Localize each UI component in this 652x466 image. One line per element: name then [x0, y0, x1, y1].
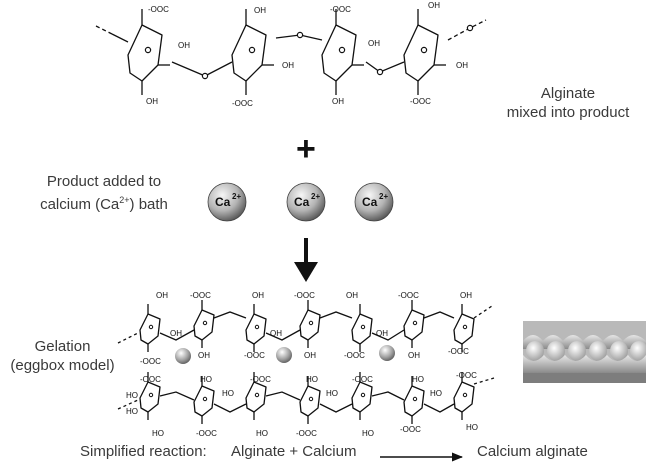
reaction-left: Alginate + Calcium	[231, 443, 357, 460]
group-coo: -OOC	[456, 371, 477, 380]
calcium-bath-charge: 2+	[119, 195, 130, 205]
calcium-ion-charge: 2+	[311, 192, 320, 201]
gelation-label: Gelation (eggbox model)	[0, 337, 125, 375]
group-oh: OH	[170, 329, 182, 338]
group-oh: OH	[376, 329, 388, 338]
calcium-bath-label: Product added to calcium (Ca2+) bath	[20, 172, 188, 214]
reaction-prefix: Simplified reaction:	[80, 443, 207, 460]
group-oh: OH	[252, 291, 264, 300]
group-oh: OH	[368, 39, 380, 48]
group-oh: OH	[332, 97, 344, 106]
calcium-bath-line2-b: ) bath	[129, 196, 168, 213]
reaction-right: Calcium alginate	[477, 443, 588, 460]
group-oh: OH	[460, 291, 472, 300]
group-ho: HO	[430, 389, 442, 398]
egg-carton-photo	[523, 321, 646, 383]
group-oh: OH	[198, 351, 210, 360]
calcium-ion-symbol: Ca	[294, 195, 310, 209]
alginate-label-line2: mixed into product	[506, 104, 630, 121]
group-coo: -OOC	[232, 99, 253, 108]
group-oh: OH	[304, 351, 316, 360]
group-oh: OH	[456, 61, 468, 70]
gel-chain-lower	[117, 371, 495, 425]
calcium-ion: Ca 2+	[286, 182, 326, 222]
down-arrow-icon	[294, 238, 318, 282]
group-coo: -OOC	[398, 291, 419, 300]
group-coo: -OOC	[140, 375, 161, 384]
group-oh: OH	[146, 97, 158, 106]
group-ho: HO	[326, 389, 338, 398]
group-coo: -OOC	[250, 375, 271, 384]
group-ho: HO	[256, 429, 268, 438]
group-coo: -OOC	[196, 429, 217, 438]
group-oh: OH	[254, 6, 266, 15]
group-oh: OH	[156, 291, 168, 300]
group-coo: -OOC	[140, 357, 161, 366]
alginate-chain-groups: -OOC OH OH OH OH -OOC -OOC OH OH OH OH -…	[146, 1, 468, 108]
calcium-ion-symbol: Ca	[362, 195, 378, 209]
alginate-label: Alginate mixed into product	[493, 84, 643, 122]
group-coo: -OOC	[410, 97, 431, 106]
gel-chain-lower-groups: -OOC HO -OOC HO -OOC HO -OOC HO HO HO HO…	[126, 371, 478, 438]
plus-sign: +	[296, 130, 316, 168]
group-ho: HO	[200, 375, 212, 384]
gel-chain-upper	[117, 299, 493, 353]
group-oh: OH	[270, 329, 282, 338]
group-coo: -OOC	[190, 291, 211, 300]
group-ho: HO	[126, 407, 138, 416]
gelation-line1: Gelation	[34, 338, 91, 355]
gel-calcium-sphere	[379, 345, 395, 361]
calcium-ion-charge: 2+	[379, 192, 388, 201]
gelation-line2: (eggbox model)	[10, 357, 115, 374]
group-ho: HO	[152, 429, 164, 438]
alginate-label-line1: Alginate	[540, 85, 596, 102]
group-oh: OH	[408, 351, 420, 360]
group-ho: HO	[222, 389, 234, 398]
group-ho: HO	[412, 375, 424, 384]
calcium-bath-line2: calcium (Ca2+) bath	[20, 191, 188, 214]
calcium-ion: Ca 2+	[207, 182, 247, 222]
group-ho: HO	[362, 429, 374, 438]
gel-calcium-sphere	[175, 348, 191, 364]
calcium-ion-symbol: Ca	[215, 195, 231, 209]
group-coo: -OOC	[296, 429, 317, 438]
group-oh: OH	[428, 1, 440, 10]
group-coo: -OOC	[344, 351, 365, 360]
group-ho: HO	[126, 391, 138, 400]
group-ho: HO	[466, 423, 478, 432]
calcium-ion: Ca 2+	[354, 182, 394, 222]
group-coo: -OOC	[330, 5, 351, 14]
group-coo: -OOC	[244, 351, 265, 360]
gel-calcium-sphere	[276, 347, 292, 363]
calcium-bath-line1: Product added to	[46, 173, 162, 190]
group-ho: HO	[306, 375, 318, 384]
group-coo: -OOC	[148, 5, 169, 14]
calcium-ion-charge: 2+	[232, 192, 241, 201]
group-coo: -OOC	[400, 425, 421, 434]
group-coo: -OOC	[448, 347, 469, 356]
gel-chain-upper-groups: OH -OOC OH -OOC OH -OOC OH OH OH OH -OOC…	[140, 291, 472, 366]
group-coo: -OOC	[352, 375, 373, 384]
calcium-bath-line2-a: calcium (Ca	[40, 196, 120, 213]
group-coo: -OOC	[294, 291, 315, 300]
alginate-chain	[95, 8, 487, 96]
group-oh: OH	[282, 61, 294, 70]
group-oh: OH	[346, 291, 358, 300]
group-oh: OH	[178, 41, 190, 50]
